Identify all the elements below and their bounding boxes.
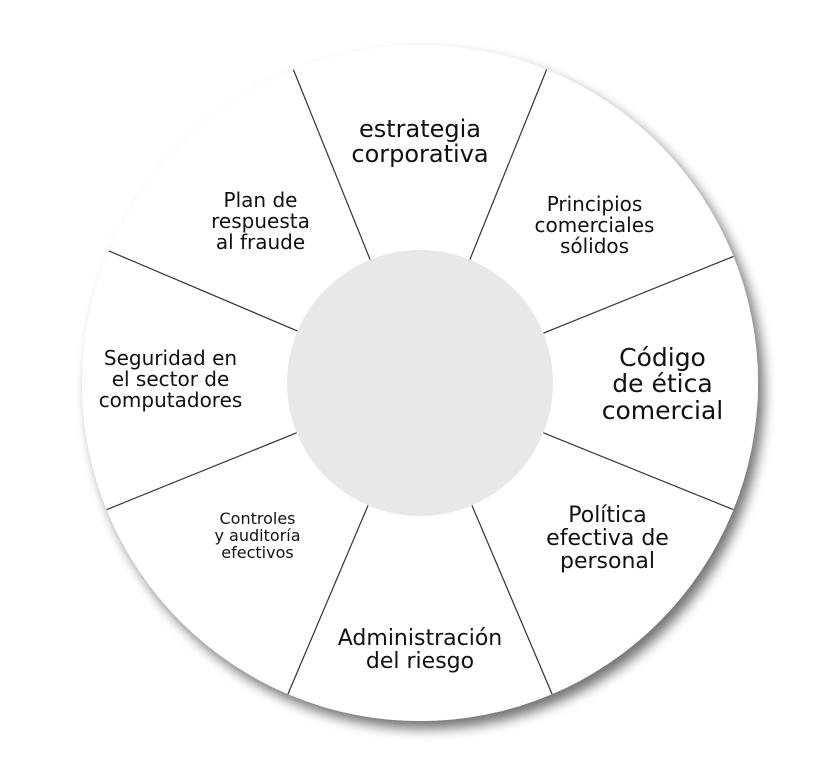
segment-risk-label: Administración del riesgo — [337, 626, 503, 675]
center-hub — [287, 250, 553, 516]
segment-divider-7 — [106, 432, 297, 511]
segment-principles-label: Principios comerciales sólidos — [534, 192, 655, 258]
segment-strategy-label: estrategia corporativa — [351, 115, 489, 169]
segment-divider-3 — [543, 255, 734, 334]
segment-fraud-label: Plan de respuesta al fraude — [211, 188, 310, 254]
segment-divider-1 — [292, 69, 371, 260]
segment-controls-label: Controles y auditoría efectivos — [214, 509, 301, 562]
segment-dividers — [106, 69, 734, 695]
segment-divider-5 — [471, 505, 553, 695]
segment-security-label: Seguridad en el sector de computadores — [98, 346, 243, 412]
segment-ethics-label: Código de ética comercial — [601, 343, 724, 425]
segment-divider-2 — [469, 69, 548, 260]
segment-divider-6 — [287, 505, 369, 695]
segment-divider-8 — [108, 250, 298, 332]
segment-personnel-label: Política efectiva de personal — [546, 503, 669, 575]
segment-divider-4 — [543, 432, 734, 511]
